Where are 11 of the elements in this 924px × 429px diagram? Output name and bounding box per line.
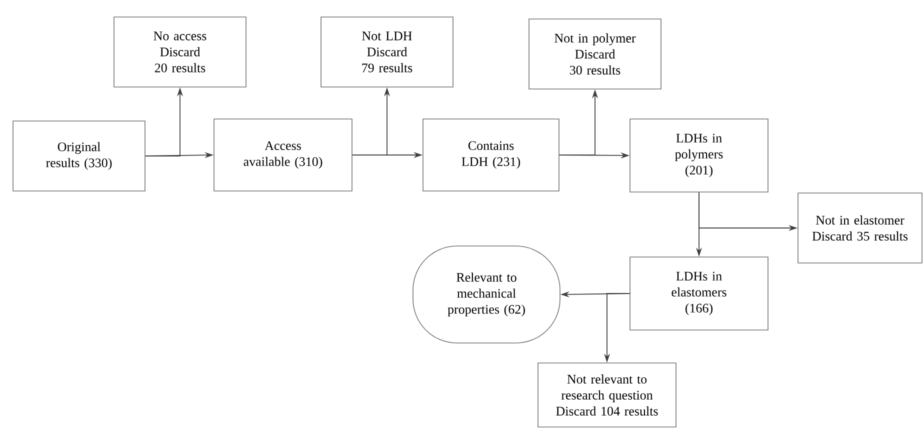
process-box: LDHs in polymers (201) [630,118,768,192]
process-box: Access available (310) [214,118,352,192]
process-box: Not in polymer Discard 30 results [528,18,662,90]
rounded-terminal: Relevant to mechanical properties (62) [412,246,560,344]
process-box: Original results (330) [12,120,146,192]
process-box: LDHs in elastomers (166) [630,256,768,330]
process-box: Not in elastomer Discard 35 results [798,192,922,264]
process-box: Not relevant to research question Discard 104 results [538,362,676,428]
process-box: No access Discard 20 results [114,16,246,88]
process-box: Not LDH Discard 79 results [320,16,454,88]
process-box: Contains LDH (231) [422,118,560,192]
